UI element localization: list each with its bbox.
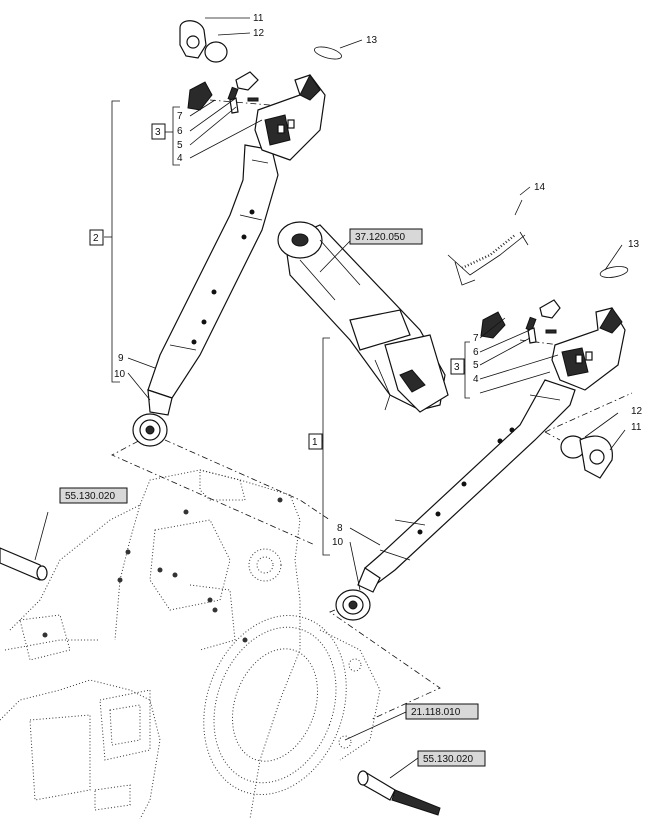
ref-55130020-bottom[interactable]: 55.130.020 [423, 754, 473, 765]
group-box-2 [89, 229, 104, 246]
callout-5-right: 5 [473, 360, 479, 371]
ref-21118010[interactable]: 21.118.010 [411, 707, 461, 718]
callout-13-right: 13 [628, 239, 640, 250]
callout-6-right: 6 [473, 347, 479, 358]
ref-box-55130020-bottom[interactable] [417, 750, 486, 767]
callout-10-left: 10 [114, 369, 126, 380]
callout-6-left: 6 [177, 126, 183, 137]
ref-55130020-left[interactable]: 55.130.020 [65, 491, 115, 502]
left-pin [0, 547, 48, 581]
bottom-pin [357, 770, 441, 816]
group-box-3-right [450, 358, 465, 375]
callout-7-right: 7 [473, 333, 479, 344]
group-label-3-left: 3 [155, 127, 161, 138]
callout-13-left: 13 [366, 35, 378, 46]
ref-box-37120050[interactable] [349, 228, 423, 245]
transmission-housing [0, 469, 381, 819]
callout-14-right: 14 [534, 182, 546, 193]
ref-box-21118010[interactable] [405, 703, 479, 720]
callout-5-left: 5 [177, 140, 183, 151]
right-lower-link [335, 199, 629, 621]
callout-12-right: 12 [631, 406, 643, 417]
group-label-2: 2 [93, 233, 99, 244]
group-label-3-right: 3 [454, 362, 460, 373]
ref-box-55130020-left[interactable] [59, 487, 128, 504]
callout-11-right: 11 [631, 422, 642, 433]
top-link [277, 221, 449, 413]
callout-9-left: 9 [118, 353, 124, 364]
callout-11-left: 11 [253, 13, 264, 24]
callout-4-right: 4 [473, 374, 479, 385]
group-box-1 [308, 433, 323, 450]
leader-lines [34, 17, 626, 779]
callout-7-left: 7 [177, 111, 183, 122]
ref-37120050[interactable]: 37.120.050 [355, 232, 405, 243]
group-box-3-left [151, 123, 166, 140]
callout-10-right: 10 [332, 537, 344, 548]
callout-8-right: 8 [337, 523, 343, 534]
callout-12-left: 12 [253, 28, 265, 39]
callout-4-left: 4 [177, 153, 183, 164]
left-lower-link [132, 20, 342, 447]
group-label-1: 1 [312, 437, 318, 448]
